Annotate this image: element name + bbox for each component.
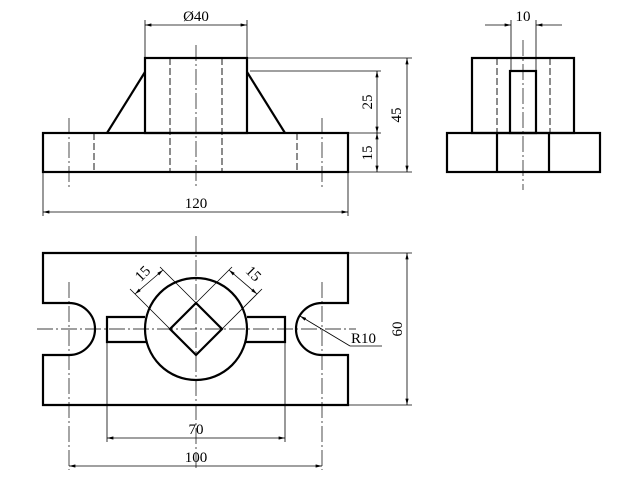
dim-notch-radius: R10 [351,331,376,347]
dim-square-b: 15 [242,263,264,285]
dim-base-height: 15 [360,146,376,161]
top-view: 15 15 R10 60 70 100 [37,236,412,470]
dim-total-height: 45 [389,108,405,123]
dim-slot-span: 70 [189,422,204,438]
dim-boss-height: 25 [360,95,376,110]
dim-length: 120 [185,196,208,212]
dim-notch-spacing: 100 [185,450,208,466]
right-rib [246,71,286,134]
side-view: 10 [445,9,602,190]
dim-boss-diameter: Ø40 [183,9,209,25]
square-hole [168,301,224,357]
dim-slot-width: 10 [516,9,531,25]
left-rib [106,71,146,134]
front-view: Ø40 45 25 15 120 [41,9,412,216]
dim-square-a: 15 [132,263,154,285]
dim-width: 60 [390,322,406,337]
front-base [41,131,350,174]
